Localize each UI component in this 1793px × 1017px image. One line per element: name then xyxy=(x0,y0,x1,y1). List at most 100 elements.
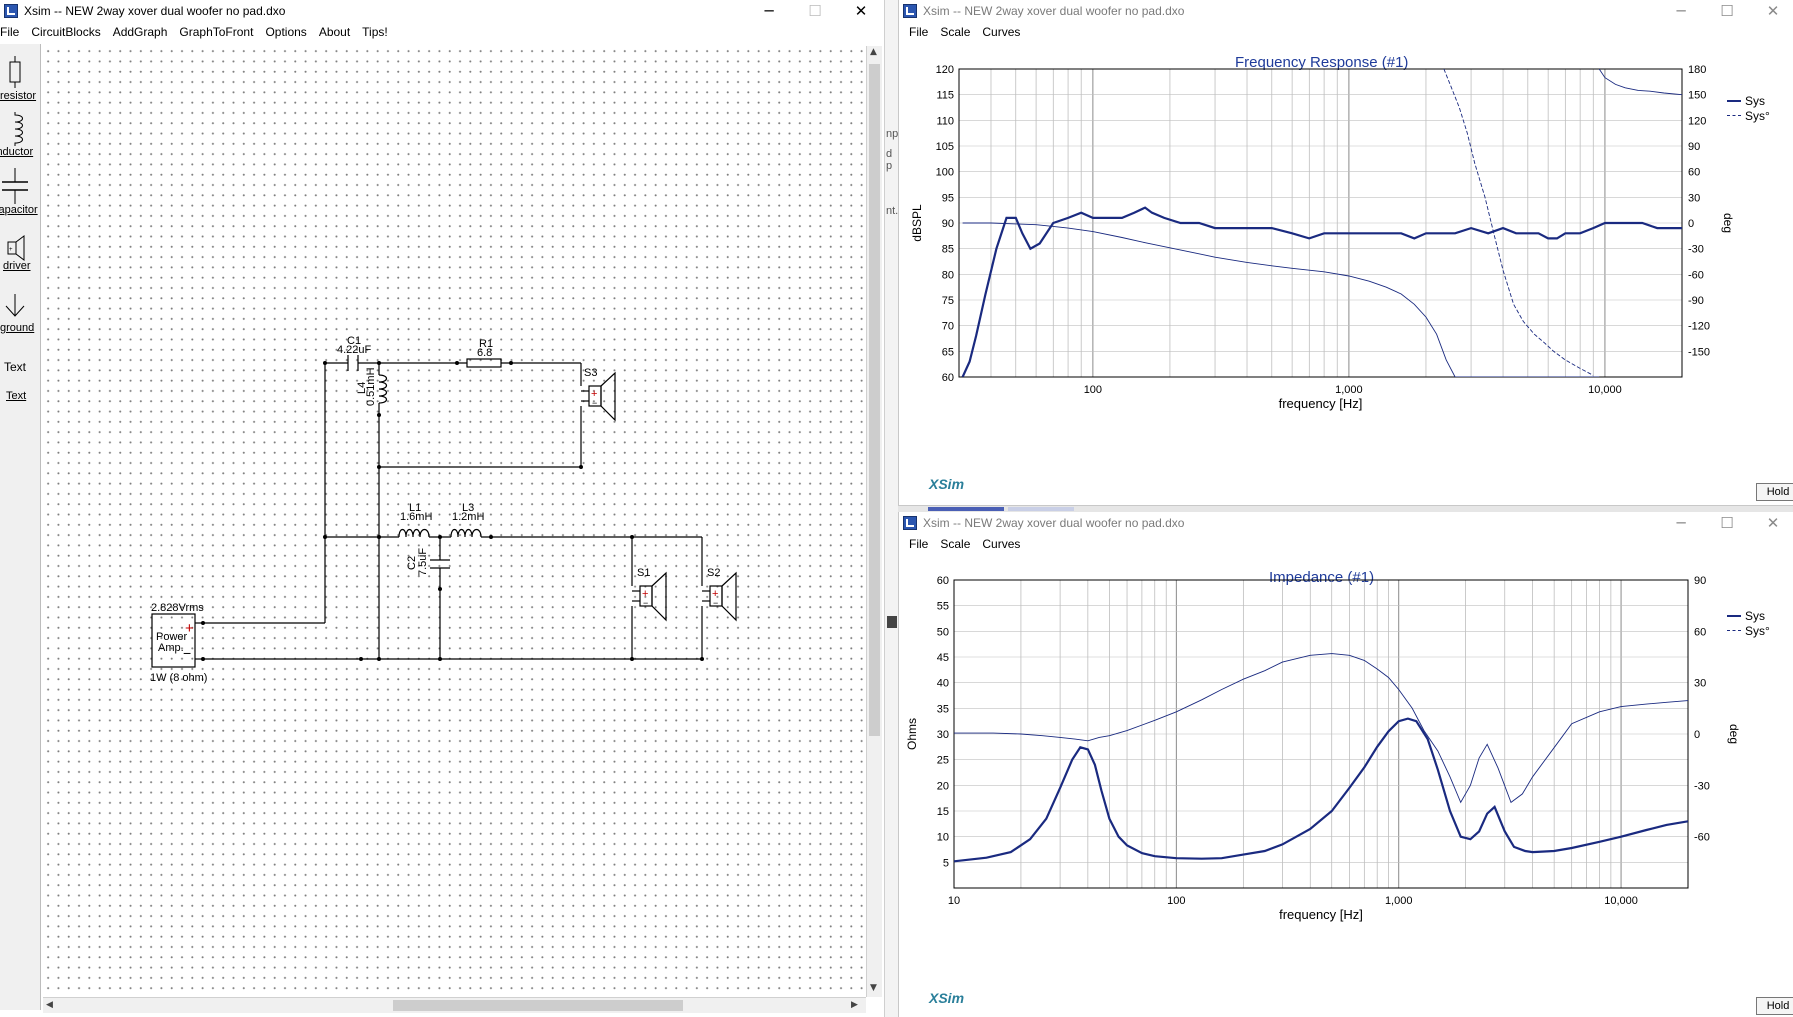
freq-menubar: File Scale Curves xyxy=(903,22,1793,42)
maximize-button[interactable]: ☐ xyxy=(1720,514,1734,532)
freq-legend: Sys Sys° xyxy=(1727,93,1770,123)
x-tick-label: 10,000 xyxy=(1604,895,1638,907)
series-group xyxy=(961,69,1682,377)
menu-file[interactable]: File xyxy=(909,25,929,39)
close-button[interactable]: ✕ xyxy=(1766,514,1780,532)
y-tick-label: 65 xyxy=(942,346,954,358)
menu-about[interactable]: About xyxy=(318,25,351,39)
y2-tick-label: 180 xyxy=(1688,64,1706,76)
y2-tick-label: 30 xyxy=(1694,678,1706,690)
y-tick-label: 110 xyxy=(936,115,954,127)
y-tick-label: 45 xyxy=(937,652,949,664)
menu-curves[interactable]: Curves xyxy=(982,25,1021,39)
svg-text:−: − xyxy=(183,645,191,661)
driver-icon: + xyxy=(7,235,25,261)
menu-addgraph[interactable]: AddGraph xyxy=(112,25,168,39)
x-tick-label: 100 xyxy=(1167,895,1185,907)
y-tick-label: 20 xyxy=(937,780,949,792)
svg-text:+: + xyxy=(591,388,597,400)
svg-text:+: + xyxy=(9,247,13,253)
palette-label-text: Text xyxy=(6,390,27,402)
l4-name: L4 xyxy=(356,382,368,394)
hold-button[interactable]: Hold xyxy=(1756,483,1793,501)
horizontal-scroll-thumb[interactable] xyxy=(393,1000,683,1011)
menu-curves[interactable]: Curves xyxy=(982,537,1021,551)
y-tick-label: 100 xyxy=(936,167,954,179)
circuit-canvas[interactable]: + − + − + − + − C1 4.22uF R1 xyxy=(43,46,865,997)
scroll-down-arrow-icon[interactable]: ▼ xyxy=(870,983,877,993)
scroll-left-arrow-icon[interactable]: ◀ xyxy=(46,1000,53,1010)
y-axis-label: dBSPL xyxy=(910,204,924,242)
menu-graphtofront[interactable]: GraphToFront xyxy=(179,25,254,39)
driver-s3[interactable]: + − xyxy=(581,371,616,422)
l3-name: L3 xyxy=(462,502,474,514)
minimize-button[interactable]: ─ xyxy=(1676,514,1686,532)
y-tick-label: 80 xyxy=(942,269,954,281)
y-tick-label: 10 xyxy=(937,832,949,844)
palette-capacitor[interactable]: capacitor xyxy=(0,168,40,216)
palette-driver[interactable]: + driver xyxy=(0,234,40,282)
close-button[interactable]: ✕ xyxy=(1766,2,1780,20)
maximize-button[interactable]: ☐ xyxy=(808,2,822,20)
imp-titlebar[interactable]: Xsim -- NEW 2way xover dual woofer no pa… xyxy=(899,512,1793,534)
palette-ground[interactable]: ground xyxy=(0,294,40,342)
editor-titlebar[interactable]: Xsim -- NEW 2way xover dual woofer no pa… xyxy=(0,0,884,22)
y-tick-label: 105 xyxy=(936,141,954,153)
s1-name: S1 xyxy=(637,567,650,579)
y-tick-label: 50 xyxy=(937,626,949,638)
circuit-schematic: + − + − + − + − C1 4.22uF R1 xyxy=(150,335,737,684)
y2-tick-label: -120 xyxy=(1688,321,1710,333)
y2-tick-label: -60 xyxy=(1688,269,1704,281)
canvas-horizontal-scrollbar[interactable]: ◀ ▶ xyxy=(43,997,866,1013)
scroll-up-arrow-icon[interactable]: ▲ xyxy=(870,47,877,57)
driver-s1[interactable]: + − xyxy=(632,571,667,622)
scroll-right-arrow-icon[interactable]: ▶ xyxy=(851,1000,858,1010)
s2-name: S2 xyxy=(707,567,720,579)
capacitor-icon xyxy=(2,168,28,204)
x-axis-label: frequency [Hz] xyxy=(1279,396,1363,411)
hold-button[interactable]: Hold xyxy=(1756,997,1793,1015)
menu-file[interactable]: File xyxy=(909,537,929,551)
freq-titlebar[interactable]: Xsim -- NEW 2way xover dual woofer no pa… xyxy=(899,0,1793,22)
menu-tips[interactable]: Tips! xyxy=(362,25,388,39)
series-line-sys- xyxy=(962,222,1600,377)
svg-text:−: − xyxy=(643,598,648,608)
vertical-scroll-thumb[interactable] xyxy=(869,64,880,736)
y-tick-label: 60 xyxy=(942,372,954,384)
x-axis-label: frequency [Hz] xyxy=(1279,907,1363,922)
minimize-button[interactable]: ─ xyxy=(764,2,774,20)
palette-label-inductor: inductor xyxy=(0,146,34,158)
menu-scale[interactable]: Scale xyxy=(940,25,971,39)
y-tick-label: 60 xyxy=(937,575,949,587)
menu-file[interactable]: File xyxy=(0,25,20,39)
y2-tick-label: 0 xyxy=(1688,218,1694,230)
r1-name: R1 xyxy=(479,338,493,350)
c2-name: C2 xyxy=(406,556,418,570)
x-tick-label: 1,000 xyxy=(1385,895,1413,907)
amp-label-1: Power xyxy=(156,631,188,643)
driver-s2[interactable]: + − xyxy=(702,571,737,622)
text-icon: Text xyxy=(4,360,27,374)
frequency-response-chart: 1201151101051009590858075706560180150120… xyxy=(910,64,1735,411)
palette-text[interactable]: Text Text xyxy=(0,360,40,408)
menu-circuitblocks[interactable]: CircuitBlocks xyxy=(31,25,101,39)
l1-value: 1.6mH xyxy=(400,511,432,523)
close-button[interactable]: ✕ xyxy=(854,2,868,20)
minimize-button[interactable]: ─ xyxy=(1676,2,1686,20)
background-text-1: npl xyxy=(886,128,899,140)
y2-tick-label: 150 xyxy=(1688,90,1706,102)
y2-tick-label: 60 xyxy=(1688,167,1700,179)
maximize-button[interactable]: ☐ xyxy=(1720,2,1734,20)
canvas-vertical-scrollbar[interactable]: ▲ ▼ xyxy=(866,46,882,997)
palette-label-resistor: resistor xyxy=(0,90,37,102)
menu-options[interactable]: Options xyxy=(265,25,307,39)
svg-text:+: + xyxy=(185,620,194,637)
palette-resistor[interactable]: resistor xyxy=(0,56,40,104)
taskbar-tab-2 xyxy=(1008,507,1074,511)
background-text-3: nt. xyxy=(886,205,899,217)
x-tick-label: 10 xyxy=(948,895,960,907)
menu-scale[interactable]: Scale xyxy=(940,537,971,551)
palette-inductor[interactable]: inductor xyxy=(0,112,40,160)
xsim-app-icon xyxy=(903,4,917,18)
